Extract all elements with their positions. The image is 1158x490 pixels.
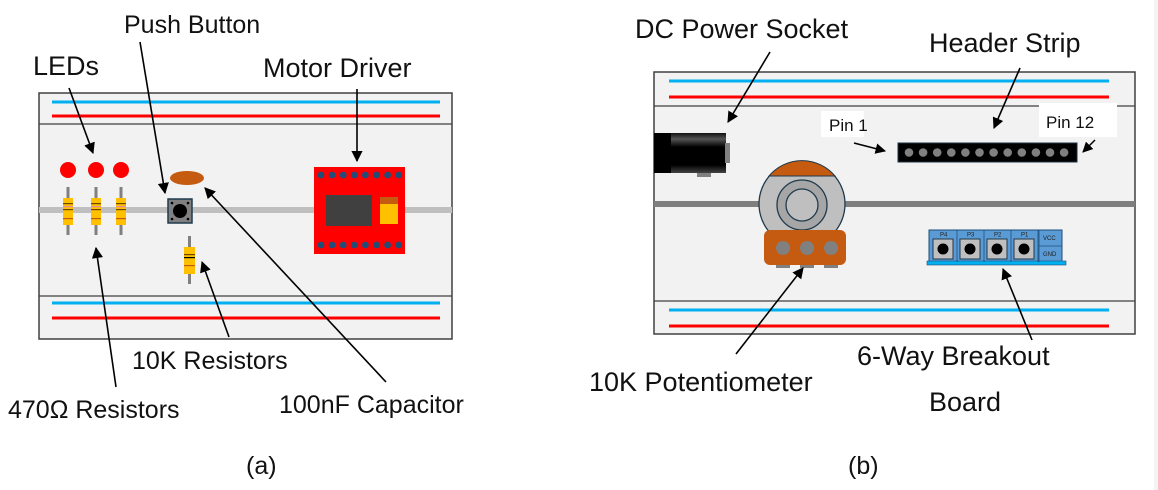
resistors-470-label: 470Ω Resistors bbox=[8, 396, 180, 424]
header-pin bbox=[932, 148, 942, 157]
header-pin bbox=[904, 148, 914, 157]
motor-driver-pin bbox=[317, 171, 325, 179]
motor-driver-pin bbox=[395, 171, 403, 179]
header-pin bbox=[918, 148, 928, 157]
motor-driver-pin bbox=[384, 171, 391, 179]
header-pin bbox=[975, 148, 984, 157]
breakout-button-label: P2 bbox=[994, 233, 1002, 239]
breakout-button-p2[interactable]: P2 bbox=[986, 230, 1012, 262]
motor-driver-pin bbox=[317, 241, 325, 249]
right-edge-strip bbox=[1154, 0, 1158, 490]
pin1-label: Pin 1 bbox=[829, 116, 868, 135]
potentiometer-component bbox=[758, 160, 846, 268]
motor-driver-pin bbox=[373, 241, 380, 249]
motor-driver-pin bbox=[362, 171, 369, 179]
dc-socket-arrow bbox=[727, 51, 771, 123]
breakout-label-line1: 6-Way Breakout bbox=[857, 341, 1050, 371]
header-pin bbox=[961, 148, 970, 157]
potentiometer-label: 10K Potentiometer bbox=[589, 367, 813, 397]
potentiometer-pin bbox=[776, 241, 790, 255]
resistor-470 bbox=[91, 187, 101, 235]
resistor-470 bbox=[63, 187, 73, 235]
potentiometer-arrow bbox=[735, 267, 804, 355]
potentiometer-pin bbox=[800, 241, 814, 255]
capacitor-component bbox=[170, 171, 204, 185]
pin1-label-bg bbox=[821, 111, 864, 137]
breakout-button-label: P1 bbox=[1021, 233, 1029, 239]
motor-driver-pin bbox=[339, 171, 347, 179]
breakout-button-label: P4 bbox=[940, 233, 948, 239]
motor-driver-pin bbox=[373, 171, 380, 179]
breakout-button-p4[interactable]: P4 bbox=[932, 230, 958, 262]
potentiometer-leg bbox=[776, 265, 790, 268]
motor-driver-pin bbox=[350, 171, 358, 179]
motor-driver-pin bbox=[362, 241, 369, 249]
breakout-button-p1[interactable]: P1 bbox=[1013, 230, 1039, 262]
breakout-vcc-label: VCC bbox=[1043, 236, 1056, 242]
motor-driver-pin bbox=[395, 241, 403, 249]
header-pin bbox=[947, 148, 956, 157]
motor-driver-pin bbox=[328, 171, 336, 179]
potentiometer-pin bbox=[824, 241, 838, 255]
header-pin bbox=[1059, 148, 1069, 157]
motor-driver-label: Motor Driver bbox=[263, 53, 412, 83]
pin12-label: Pin 12 bbox=[1046, 113, 1094, 132]
led bbox=[88, 162, 104, 178]
center-channel bbox=[39, 207, 452, 213]
pin12-arrow bbox=[1082, 139, 1096, 153]
dc-socket-label: DC Power Socket bbox=[635, 14, 849, 44]
resistors-10k-arrow bbox=[200, 260, 230, 338]
resistors-10k-label: 10K Resistors bbox=[132, 347, 288, 375]
dc-socket-component bbox=[654, 133, 730, 177]
resistor-470 bbox=[116, 187, 126, 235]
breakout-board-component: P4 P3 P2 P1 VCC GND bbox=[926, 229, 1067, 266]
header-pin bbox=[1031, 148, 1041, 157]
breakout-label-line2: Board bbox=[929, 387, 1001, 417]
breakout-button-label: P3 bbox=[967, 233, 975, 239]
push-button-arrow bbox=[139, 41, 169, 195]
capacitor-arrow bbox=[204, 187, 387, 383]
header-strip-label: Header Strip bbox=[929, 28, 1081, 58]
center-channel bbox=[654, 201, 1135, 207]
header-pin bbox=[1045, 148, 1055, 157]
motor-driver-pin bbox=[350, 241, 358, 249]
breakout-board-arrow bbox=[1001, 267, 1033, 341]
header-strip-arrow bbox=[992, 67, 1021, 130]
capacitor-label: 100nF Capacitor bbox=[279, 391, 464, 419]
led bbox=[113, 162, 129, 178]
header-pin bbox=[1017, 148, 1027, 157]
leds-arrow bbox=[68, 87, 95, 155]
pin12-label-bg bbox=[1039, 103, 1117, 137]
push-button-component bbox=[167, 198, 193, 224]
resistors-470-arrow bbox=[91, 246, 117, 388]
potentiometer-leg bbox=[800, 265, 814, 268]
led-group bbox=[60, 162, 129, 178]
header-strip-component bbox=[897, 142, 1078, 163]
motor-driver-pin bbox=[339, 241, 347, 249]
push-button-label: Push Button bbox=[124, 11, 260, 39]
pin1-arrow bbox=[853, 142, 887, 154]
motor-driver-pin bbox=[384, 241, 391, 249]
led bbox=[60, 162, 76, 178]
breakout-gnd-label: GND bbox=[1043, 252, 1057, 258]
panel-b: Pin 1 Pin 12 P4 P3 P2 P1 VCC GND bbox=[589, 14, 1136, 480]
header-pin bbox=[989, 148, 998, 157]
motor-driver-pin bbox=[328, 241, 336, 249]
motor-driver-component bbox=[314, 167, 405, 254]
resistor-10k-component bbox=[184, 236, 195, 284]
leds-label: LEDs bbox=[33, 51, 99, 81]
header-pin bbox=[1003, 148, 1012, 157]
panel-b-caption: (b) bbox=[848, 452, 879, 480]
resistor-470-group bbox=[63, 187, 126, 235]
breakout-button-p3[interactable]: P3 bbox=[959, 230, 985, 262]
potentiometer-leg bbox=[824, 265, 838, 268]
panel-a: Push Button LEDs Motor Driver 10K Resist… bbox=[8, 11, 464, 480]
panel-a-caption: (a) bbox=[246, 452, 277, 480]
